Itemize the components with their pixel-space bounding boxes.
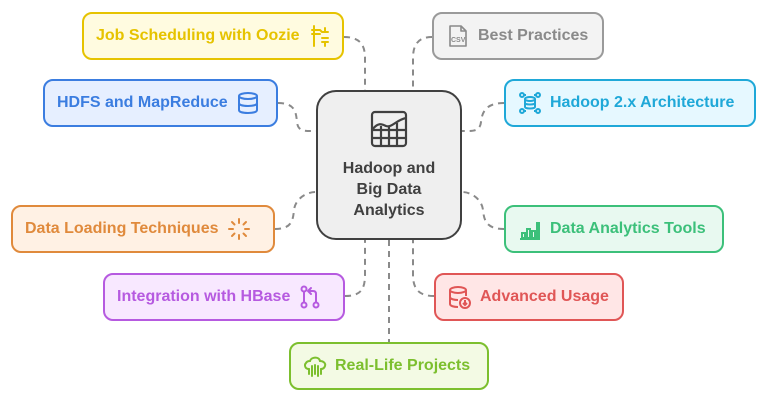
- chart-table-icon: [370, 110, 408, 148]
- loader-icon: [227, 217, 251, 241]
- node-best-practices[interactable]: CSV Best Practices: [432, 12, 604, 60]
- scheduler-icon: [308, 24, 332, 48]
- node-data-loading[interactable]: Data Loading Techniques: [11, 205, 275, 253]
- svg-text:CSV: CSV: [451, 37, 466, 44]
- network-database-icon: [518, 91, 542, 115]
- csv-file-icon: CSV: [446, 24, 470, 48]
- central-title-line3: Analytics: [353, 201, 425, 219]
- node-label: Integration with HBase: [117, 288, 291, 305]
- node-data-analytics-tools[interactable]: Data Analytics Tools: [504, 205, 724, 253]
- node-label: Best Practices: [478, 27, 589, 44]
- node-advanced-usage[interactable]: Advanced Usage: [434, 273, 624, 321]
- node-label: Real-Life Projects: [335, 357, 471, 374]
- cloud-circuit-icon: [303, 354, 327, 378]
- node-label: Advanced Usage: [480, 288, 609, 305]
- central-topic[interactable]: Hadoop and Big Data Analytics: [316, 90, 462, 240]
- central-title-line1: Hadoop and: [342, 159, 436, 177]
- node-label: Data Loading Techniques: [25, 220, 219, 237]
- node-hdfs-mapreduce[interactable]: HDFS and MapReduce: [43, 79, 278, 127]
- node-label: Job Scheduling with Oozie: [96, 27, 300, 44]
- node-label: Hadoop 2.x Architecture: [550, 94, 735, 111]
- bar-chart-icon: [518, 217, 542, 241]
- central-title-line2: Big Data: [356, 180, 422, 198]
- node-label: HDFS and MapReduce: [57, 94, 228, 111]
- node-label: Data Analytics Tools: [550, 220, 706, 237]
- node-job-scheduling[interactable]: Job Scheduling with Oozie: [82, 12, 344, 60]
- node-real-life-projects[interactable]: Real-Life Projects: [289, 342, 489, 390]
- database-icon: [236, 91, 260, 115]
- database-download-icon: [448, 285, 472, 309]
- node-hbase-integration[interactable]: Integration with HBase: [103, 273, 345, 321]
- git-pull-request-icon: [298, 285, 322, 309]
- node-hadoop-architecture[interactable]: Hadoop 2.x Architecture: [504, 79, 756, 127]
